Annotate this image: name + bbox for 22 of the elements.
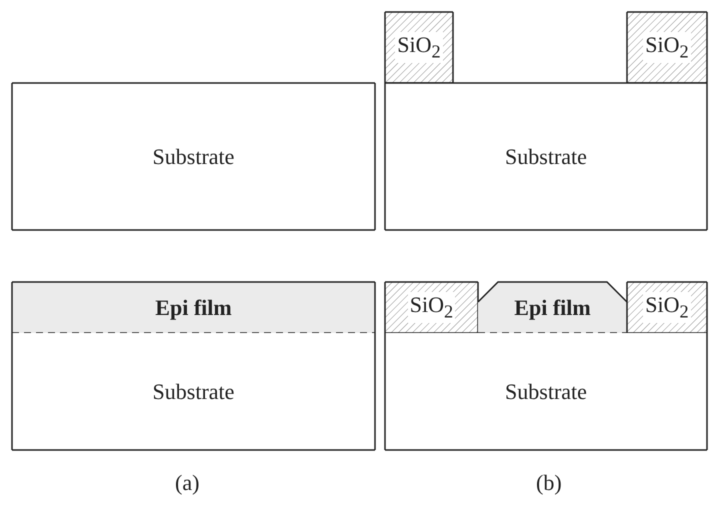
substrate-layer [385,83,707,230]
substrate-layer [12,333,375,450]
oxide-label: SiO$_{2}$ [408,292,456,323]
epi-film-layer [12,282,375,333]
epi-film-layer [478,282,627,333]
oxide-label: SiO$_{2}$ [643,292,691,323]
epi-film-label: Epi film [155,294,232,320]
substrate-label: Substrate [152,378,234,404]
substrate-label: Substrate [505,378,587,404]
panel-label: (b) [536,470,562,496]
oxide-label: SiO$_{2}$ [643,32,691,63]
oxide-label: SiO$_{2}$ [395,32,443,63]
oxide-block [385,282,478,333]
substrate-label: Substrate [152,144,234,170]
oxide-block [627,282,707,333]
panel-label: (a) [175,470,200,496]
oxide-block [627,12,707,83]
epi-film-label: Epi film [514,294,591,320]
oxide-block [385,12,453,83]
substrate-layer [12,83,375,230]
substrate-layer [385,333,707,450]
substrate-label: Substrate [505,144,587,170]
